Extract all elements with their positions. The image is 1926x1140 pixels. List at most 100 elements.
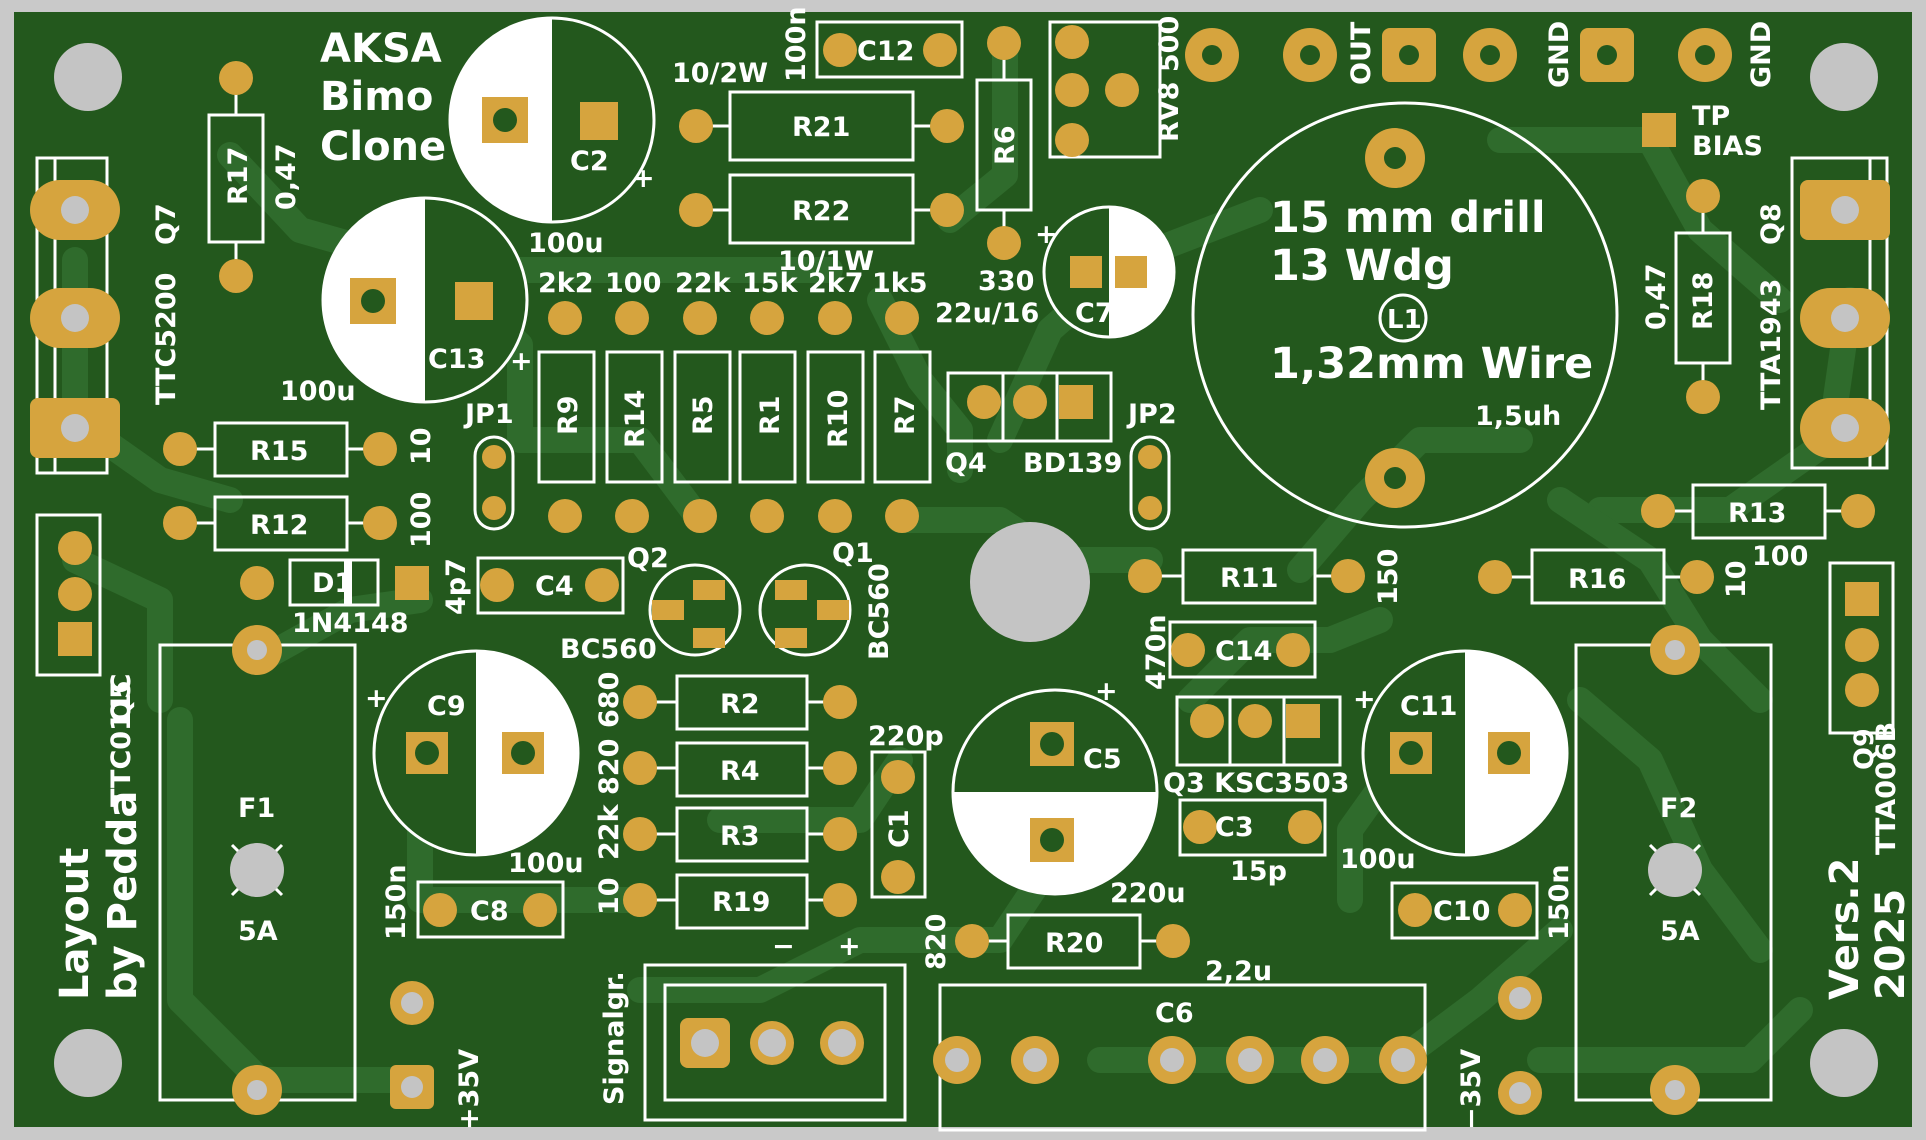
rv8-label: RV8 500 — [1154, 16, 1185, 142]
c14-label: C14 — [1215, 636, 1272, 667]
r14-label: R14 — [620, 390, 651, 448]
coil-ref: L1 — [1387, 305, 1422, 335]
c8-value: 150n — [381, 864, 412, 940]
c5-cap — [951, 688, 1159, 896]
d1-label: D1 — [312, 568, 353, 599]
r22-label: R22 — [792, 196, 850, 227]
q3-label: Q3 KSC3503 — [1163, 768, 1349, 799]
q2-type: BC560 — [560, 634, 657, 665]
title-line-1: AKSA — [320, 26, 442, 72]
r21-value: 10/2W — [672, 58, 768, 89]
minus35v-label: −35V — [1456, 1049, 1487, 1130]
r2-label: R2 — [720, 689, 760, 720]
c4-value: 4p7 — [441, 558, 472, 615]
c10-value: 150n — [1544, 864, 1575, 940]
r1-label: R1 — [755, 395, 786, 435]
c11-plus: + — [1353, 684, 1376, 715]
r18-label: R18 — [1688, 272, 1719, 330]
r17-label: R17 — [223, 147, 254, 205]
c4-label: C4 — [535, 571, 574, 602]
gnd-label-2: GND — [1746, 21, 1777, 88]
c10-label: C10 — [1433, 896, 1490, 927]
jp2-label: JP2 — [1126, 399, 1177, 430]
q7-label: Q7 — [151, 203, 182, 245]
credit-line-1: Layout — [52, 848, 98, 1000]
r7-value: 1k5 — [872, 268, 928, 299]
tp-label-2: BIAS — [1692, 131, 1763, 162]
q1-type: BC560 — [864, 563, 895, 660]
coil-outline — [1191, 101, 1619, 529]
coil-line-2: 13 Wdg — [1270, 241, 1454, 291]
signal-plus: + — [838, 931, 861, 962]
c13-plus: + — [510, 346, 533, 377]
q8-label: Q8 — [1756, 203, 1787, 245]
r21-label: R21 — [792, 112, 850, 143]
c9-plus: + — [365, 683, 388, 714]
f2-value: 5A — [1660, 916, 1700, 947]
gnd-label-1: GND — [1544, 21, 1575, 88]
r12-value: 100 — [406, 492, 437, 548]
c5-value: 220u — [1110, 878, 1186, 909]
r19-label: R19 — [712, 887, 770, 918]
r14-value: 100 — [605, 268, 661, 299]
jp1-label: JP1 — [463, 399, 514, 430]
c13-label: C13 — [428, 344, 485, 375]
c7-label: C7 — [1075, 298, 1114, 329]
version-line-1: Vers.2 — [1822, 858, 1868, 1000]
q9-label: Q9 — [1849, 728, 1880, 770]
c5-plus: + — [1095, 676, 1118, 707]
r10-label: R10 — [823, 390, 854, 448]
c3-value: 15p — [1230, 856, 1287, 887]
q8-type: TTA1943 — [1756, 279, 1787, 410]
q4-label: Q4 — [945, 448, 987, 479]
r16-value: 10 — [1721, 560, 1752, 598]
c13-cap — [321, 196, 529, 404]
c7-plus: + — [1035, 219, 1058, 250]
r3-value: 22k — [594, 803, 625, 860]
r1-value: 15k — [742, 268, 799, 299]
c2-label: C2 — [570, 146, 609, 177]
credit-line-2: by Pedda — [100, 791, 146, 1000]
q1-label: Q1 — [832, 538, 874, 569]
q9-type: TTA006B — [1871, 722, 1902, 855]
c3-label: C3 — [1215, 812, 1254, 843]
center-hole — [970, 522, 1090, 642]
c9-value: 100u — [508, 848, 584, 879]
c8-label: C8 — [470, 896, 509, 927]
signal-minus: − — [772, 931, 795, 962]
c11-value: 100u — [1340, 844, 1416, 875]
c12-label: C12 — [857, 36, 914, 67]
r4-value: 820 — [594, 739, 625, 795]
r10-value: 2k7 — [808, 268, 864, 299]
c7-cap — [1042, 205, 1176, 339]
r2-value: 680 — [594, 672, 625, 728]
c1-value: 220p — [868, 721, 944, 752]
c11-label: C11 — [1400, 691, 1457, 722]
r20-value: 820 — [921, 914, 952, 970]
c2-value: 100u — [528, 228, 604, 259]
c9-cap — [372, 649, 580, 857]
title-line-2: Bimo — [320, 74, 433, 120]
c14-value: 470n — [1141, 614, 1172, 690]
q4-type: BD139 — [1023, 448, 1122, 479]
r13-value: 100 — [1752, 541, 1808, 572]
c5-label: C5 — [1083, 744, 1122, 775]
r13-label: R13 — [1728, 498, 1786, 529]
r11-value: 150 — [1373, 549, 1404, 605]
c2-cap — [448, 16, 656, 224]
r7-label: R7 — [890, 395, 921, 435]
f1-value: 5A — [238, 916, 278, 947]
out-label: OUT — [1346, 21, 1377, 85]
r6-label: R6 — [990, 125, 1021, 165]
r22-value: 10/1W — [778, 246, 874, 277]
version-line-2: 2025 — [1868, 889, 1914, 1000]
r9-label: R9 — [553, 395, 584, 435]
r6-value: 330 — [978, 266, 1034, 297]
tp-label-1: TP — [1692, 101, 1730, 132]
q2-label: Q2 — [627, 543, 669, 574]
title-line-3: Clone — [320, 124, 446, 170]
d1-body — [288, 558, 380, 607]
r17-value: 0,47 — [271, 143, 302, 210]
coil-value: 1,5uh — [1475, 401, 1561, 432]
